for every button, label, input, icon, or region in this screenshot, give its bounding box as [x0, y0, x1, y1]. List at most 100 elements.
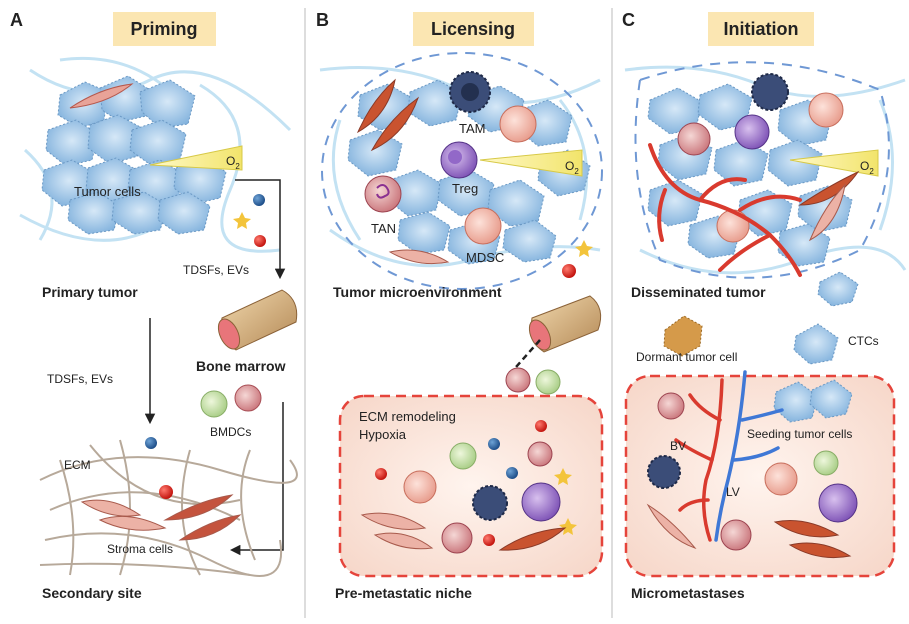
tumor-boundary-b	[321, 52, 603, 290]
hypoxia-label: Hypoxia	[359, 427, 407, 442]
micrometastases-box	[624, 374, 896, 578]
tan-cell-c	[677, 122, 711, 156]
tam-label: TAM	[459, 121, 485, 136]
seeding-tumor-cells-icon	[773, 379, 853, 423]
arrow-bmdcs-to-secondary	[229, 402, 284, 556]
dormant-tumor-cell-label: Dormant tumor cell	[636, 350, 737, 364]
tam-cell-niche	[472, 485, 508, 521]
blue-factor-b1	[488, 438, 500, 450]
panel-title-box-c	[708, 12, 814, 46]
star-factor-b3	[559, 518, 577, 535]
mdsc-cell-icon	[464, 207, 502, 245]
pink-cell-micromet	[657, 392, 685, 420]
tumor-mass-a	[41, 75, 227, 235]
panel-letter-a: A	[10, 10, 23, 30]
red-factor-a2	[159, 485, 173, 499]
primary-tumor-label: Primary tumor	[42, 284, 138, 300]
secondary-site-label: Secondary site	[42, 585, 142, 601]
tan-label: TAN	[371, 221, 396, 236]
disseminated-tumor-label: Disseminated tumor	[631, 284, 766, 300]
stroma-cell-niche-2	[373, 532, 434, 550]
red-factor-b4	[483, 534, 495, 546]
oxygen-wedge-a	[149, 145, 243, 171]
tam-cell-c	[751, 73, 789, 111]
o2-label-a: O2	[226, 154, 240, 171]
micrometastases-label: Micrometastases	[631, 585, 745, 601]
stroma-cell-micromet-3	[788, 542, 852, 559]
lymph-vessel-c	[714, 370, 784, 542]
panel-title-c: Initiation	[724, 19, 799, 39]
dormant-tumor-cell-icon	[663, 315, 703, 357]
ecm-label: ECM	[64, 458, 91, 472]
stroma-cell-b-bottom	[388, 249, 450, 265]
red-factor-b2	[535, 420, 547, 432]
bone-marrow-icon	[217, 289, 298, 351]
stroma-cell-niche-3	[498, 527, 567, 551]
tdsfs-evs-label-a2: TDSFs, EVs	[47, 372, 113, 386]
arrow-to-bone-marrow	[235, 179, 286, 280]
treg-cell-c	[734, 114, 770, 150]
bmdc-pink-a	[234, 384, 262, 412]
blood-vessel-c-top	[648, 143, 802, 277]
panel-letter-c: C	[622, 10, 635, 30]
panel-title-box-a	[113, 12, 216, 46]
pre-metastatic-niche-box	[338, 394, 604, 578]
stroma-cells-b-top	[356, 78, 419, 152]
tam-cell-micromet	[647, 455, 681, 489]
panel-title-a: Priming	[130, 19, 197, 39]
stroma-cells-a	[80, 494, 242, 541]
star-factor-b	[575, 240, 593, 257]
bone-marrow-label: Bone marrow	[196, 358, 286, 374]
ctc-icon	[793, 323, 839, 365]
tan-nucleus	[376, 184, 390, 199]
stroma-cell-c-right	[808, 183, 846, 242]
bmdcs-label: BMDCs	[210, 425, 251, 439]
treg-cell-micromet	[818, 483, 858, 523]
ecm-remodeling-label: ECM remodeling	[359, 409, 456, 424]
pre-metastatic-niche-label: Pre-metastatic niche	[335, 585, 472, 601]
blue-factor-a	[253, 194, 265, 206]
bmdc-green-a	[200, 390, 228, 418]
o2-label-b: O2	[565, 159, 579, 176]
pink-cell-niche	[527, 441, 553, 467]
salmon-cell-niche	[403, 470, 437, 504]
red-factor-b	[562, 264, 576, 278]
panel-b: B Licensing O2	[316, 10, 604, 601]
blue-factor-b2	[506, 467, 518, 479]
panel-letter-b: B	[316, 10, 329, 30]
tumor-boundary-c	[634, 61, 890, 279]
stroma-cell-c-top	[798, 170, 860, 206]
lv-label: LV	[726, 485, 740, 499]
bv-label: BV	[670, 439, 686, 453]
seeding-tumor-cells-label: Seeding tumor cells	[747, 427, 852, 441]
ctcs-label: CTCs	[848, 334, 879, 348]
treg-nucleus	[448, 150, 462, 164]
panel-title-b: Licensing	[431, 19, 515, 39]
bmdc-pink-b	[505, 367, 531, 393]
blue-factor-a2	[145, 437, 157, 449]
tan-cell-niche	[441, 522, 473, 554]
panel-c: C Initiation O2	[622, 10, 907, 601]
ctc-shed-c	[817, 271, 859, 307]
salmon-cell-b1	[499, 105, 537, 143]
blood-vessel-c	[674, 378, 724, 542]
vessel-icon-b	[528, 295, 602, 353]
panel-frames	[304, 8, 613, 618]
green-cell-niche	[449, 442, 477, 470]
salmon-cell-micromet	[764, 462, 798, 496]
stroma-cell-a-top	[69, 83, 134, 109]
treg-cell-niche	[521, 482, 561, 522]
panel-title-box-b	[413, 12, 534, 46]
stroma-cells-label: Stroma cells	[107, 542, 173, 556]
salmon-cell-c2	[716, 209, 750, 243]
mdsc-label: MDSC	[466, 250, 504, 265]
stroma-cell-micromet-2	[773, 520, 840, 538]
tumor-cells-label: Tumor cells	[74, 184, 141, 199]
tam-cell-icon	[449, 71, 491, 113]
stroma-cell-micromet-1	[646, 503, 697, 550]
tumor-microenvironment-label: Tumor microenvironment	[333, 284, 502, 300]
stroma-cell-niche-1	[360, 512, 427, 530]
star-factor-a	[233, 212, 251, 229]
tan-cell-micromet	[720, 519, 752, 551]
